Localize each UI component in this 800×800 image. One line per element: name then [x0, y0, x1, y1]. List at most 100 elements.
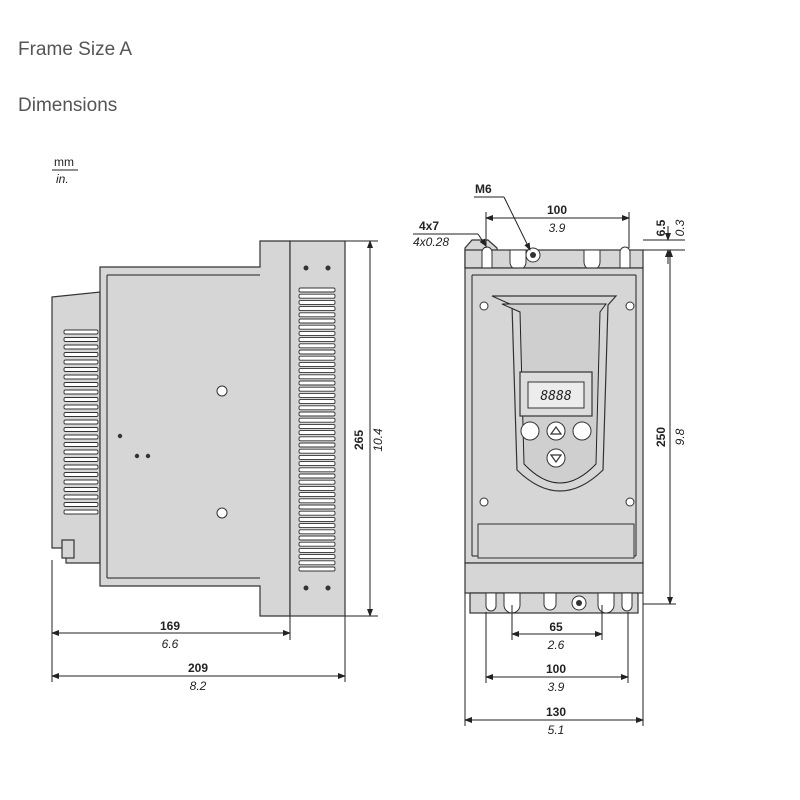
- vent-slot: [63, 404, 99, 410]
- vent-slot: [63, 359, 99, 365]
- dim-front-top-spacing: 100 3.9: [485, 203, 630, 248]
- side-view: [51, 240, 346, 617]
- vent-slot: [63, 412, 99, 417]
- vent-slot: [63, 419, 99, 425]
- heatsink-fin: [298, 498, 336, 504]
- vent-slot: [63, 502, 99, 507]
- heatsink-fin: [298, 504, 336, 510]
- page-title: Frame Size A: [18, 39, 133, 60]
- heatsink-fin: [298, 324, 336, 330]
- heatsink-fin: [298, 510, 336, 516]
- heatsink-fin: [298, 411, 336, 417]
- front-terminal-cover: [477, 523, 635, 559]
- heatsink-fin: [298, 467, 336, 473]
- units-legend: mm in.: [52, 155, 78, 186]
- heatsink-fin: [298, 523, 336, 529]
- side-heatsink-fins: [298, 287, 336, 572]
- front-bottom-spacing-mm: 100: [546, 662, 566, 676]
- side-height-mm: 265: [352, 430, 366, 450]
- heatsink-fin: [298, 306, 336, 312]
- dim-front-bottom-spacing: 100 3.9: [485, 612, 629, 694]
- vent-slot: [63, 509, 99, 515]
- vent-slot: [63, 352, 99, 357]
- side-depth-mm: 169: [160, 619, 180, 633]
- vent-slot: [63, 337, 99, 342]
- heatsink-fin: [298, 448, 336, 454]
- dim-side-height: 265 10.4: [345, 240, 385, 617]
- vent-slot: [63, 487, 99, 492]
- heatsink-fin: [298, 337, 336, 343]
- dim-front-slot: 4x7 4x0.28: [413, 219, 487, 249]
- heatsink-fin: [298, 442, 336, 448]
- side-overall-depth-mm: 209: [188, 661, 208, 675]
- side-left-clip: [61, 539, 75, 559]
- vent-slot: [63, 449, 99, 455]
- heatsink-fin: [298, 529, 336, 535]
- heatsink-fin: [298, 461, 336, 467]
- keypad-right-button[interactable]: [572, 421, 592, 441]
- vent-slot: [63, 457, 99, 462]
- heatsink-fin: [298, 516, 336, 522]
- heatsink-fin: [298, 423, 336, 429]
- heatsink-fin: [298, 473, 336, 479]
- keypad-left-button[interactable]: [520, 421, 540, 441]
- heatsink-fin: [298, 355, 336, 361]
- front-top-offset-mm: 6.5: [654, 219, 668, 236]
- vent-slot: [63, 442, 99, 447]
- front-view: 8888: [464, 239, 644, 614]
- heatsink-fin: [298, 392, 336, 398]
- front-slot-mm: 4x7: [419, 219, 439, 233]
- heatsink-fin: [298, 430, 336, 436]
- front-hole-height-in: 9.8: [673, 428, 687, 445]
- heatsink-fin: [298, 361, 336, 367]
- heatsink-fin: [298, 330, 336, 336]
- heatsink-fin: [298, 399, 336, 405]
- front-bottom-plate: [464, 562, 644, 594]
- heatsink-fin: [298, 436, 336, 442]
- heatsink-fin: [298, 454, 336, 460]
- front-bottom-spacing-in: 3.9: [548, 680, 565, 694]
- side-overall-depth-in: 8.2: [190, 679, 207, 693]
- heatsink-fin: [298, 560, 336, 566]
- side-main-body: [99, 240, 291, 617]
- front-width-mm: 130: [546, 705, 566, 719]
- side-height-in: 10.4: [371, 428, 385, 452]
- dim-front-top-offset: 6.5 0.3: [643, 219, 687, 264]
- dim-front-screw: M6: [474, 182, 531, 251]
- vent-slot: [63, 382, 99, 387]
- side-left-vents: [63, 329, 99, 515]
- front-top-offset-in: 0.3: [673, 219, 687, 236]
- vent-slot: [63, 472, 99, 477]
- heatsink-fin: [298, 287, 336, 293]
- heatsink-fin: [298, 479, 336, 485]
- heatsink-fin: [298, 405, 336, 411]
- heatsink-fin: [298, 547, 336, 553]
- heatsink-fin: [298, 380, 336, 386]
- heatsink-fin: [298, 343, 336, 349]
- heatsink-fin: [298, 554, 336, 560]
- dim-side-depth: 169 6.6: [51, 560, 291, 682]
- vent-slot: [63, 464, 99, 470]
- keypad-up-button[interactable]: [546, 421, 566, 441]
- front-screw-label: M6: [475, 182, 492, 196]
- heatsink-fin: [298, 535, 336, 541]
- heatsink-fin: [298, 368, 336, 374]
- heatsink-fin: [298, 386, 336, 392]
- front-display-screen: [527, 381, 585, 409]
- heatsink-fin: [298, 417, 336, 423]
- vent-slot: [63, 479, 99, 485]
- vent-slot: [63, 367, 99, 372]
- heatsink-fin: [298, 374, 336, 380]
- front-top-spacing-mm: 100: [547, 203, 567, 217]
- front-top-spacing-in: 3.9: [549, 221, 566, 235]
- unit-in: in.: [56, 172, 69, 186]
- keypad-down-button[interactable]: [546, 448, 566, 468]
- front-hole-height-mm: 250: [654, 427, 668, 447]
- side-depth-in: 6.6: [162, 637, 179, 651]
- front-bottom-inner-in: 2.6: [547, 638, 565, 652]
- vent-slot: [63, 397, 99, 402]
- front-slot-in: 4x0.28: [413, 235, 449, 249]
- heatsink-fin: [298, 566, 336, 572]
- vent-slot: [63, 344, 99, 350]
